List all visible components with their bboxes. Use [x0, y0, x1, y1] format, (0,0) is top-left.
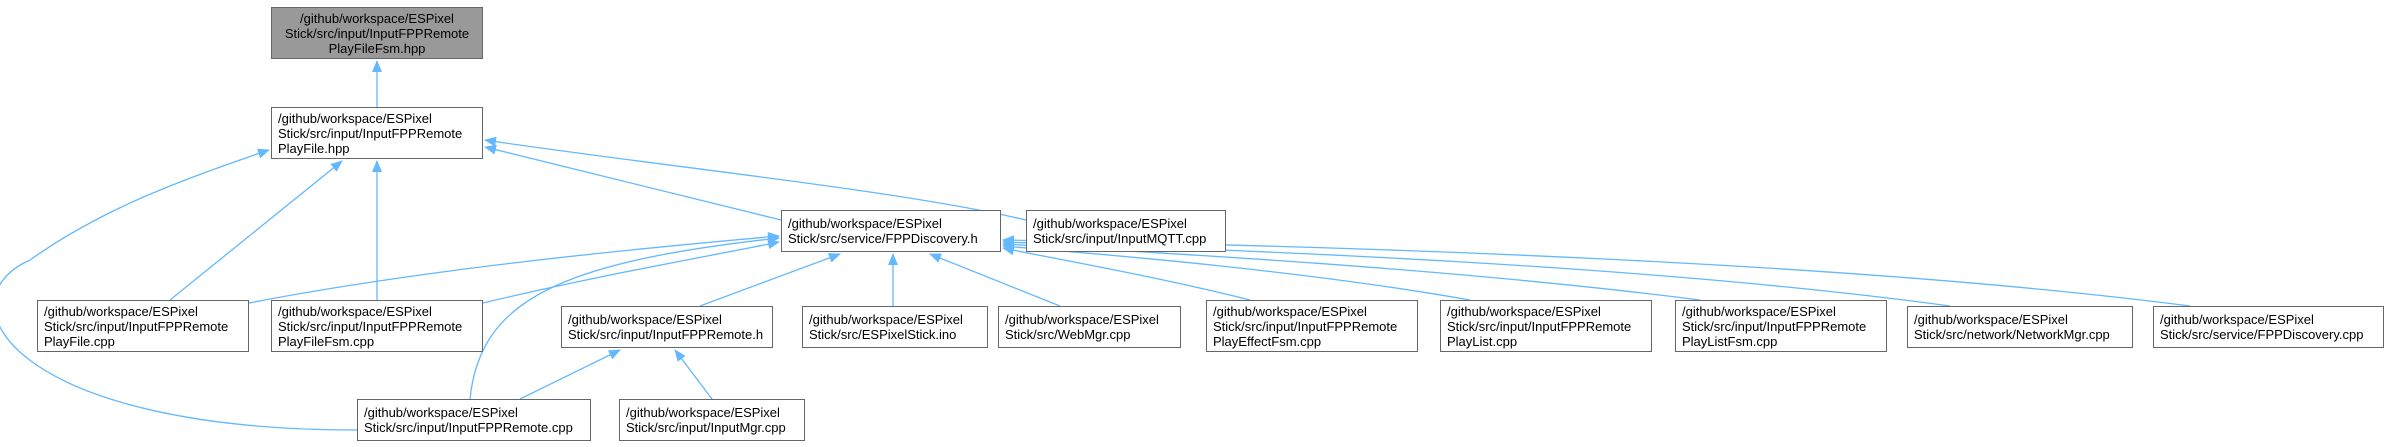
node-label-line: /github/workspace/ESPixel: [788, 216, 942, 231]
node-label-line: /github/workspace/ESPixel: [809, 312, 963, 327]
node-label-line: PlayFile.cpp: [44, 333, 115, 349]
node-label-line: Stick/src/WebMgr.cpp: [1005, 327, 1131, 342]
node-label-line: /github/workspace/ESPixel: [568, 312, 722, 327]
node-label-line: PlayEffectFsm.cpp: [1213, 333, 1322, 349]
node-label-line: Stick/src/service/FPPDiscovery.h: [788, 231, 978, 246]
edge-n3-to-n5: [482, 239, 780, 304]
node-label-line: Stick/src/service/FPPDiscovery.cpp: [2160, 327, 2364, 342]
edge-n2-to-n5: [248, 231, 780, 304]
node-label-line: Stick/src/input/InputFPPRemote: [1682, 318, 1867, 334]
node-label-line: PlayList.cpp: [1447, 333, 1518, 349]
node-label-line: Stick/src/input/InputFPPRemote: [1447, 318, 1632, 334]
edge-n15-to-n7: [674, 349, 713, 400]
node-label-line: /github/workspace/ESPixel: [626, 405, 780, 420]
node-label-line: Stick/src/input/InputFPPRemote: [284, 25, 470, 41]
node-label-line: Stick/src/input/InputFPPRemote: [1213, 318, 1398, 334]
node-label-line: Stick/src/input/InputFPPRemote.h: [568, 327, 764, 342]
node-label-line: /github/workspace/ESPixel: [278, 110, 432, 126]
edge-n11-to-n5: [1002, 241, 1471, 301]
node-label-line: /github/workspace/ESPixel: [364, 405, 518, 420]
node-label-line: /github/workspace/ESPixel: [44, 303, 198, 319]
edge-n4-to-n5: [469, 234, 780, 400]
node-label-line: /github/workspace/ESPixel: [1914, 312, 2068, 327]
edge-n12-to-n5: [1002, 239, 1701, 301]
node-label-line: PlayFileFsm.hpp: [328, 40, 426, 56]
node-label-line: Stick/src/input/InputFPPRemote: [278, 318, 463, 334]
node-label-line: Stick/src/input/InputFPPRemote: [278, 125, 463, 141]
node-label-line: PlayFile.hpp: [278, 140, 350, 156]
edge-n6-to-n1: [484, 136, 1027, 221]
node-label-line: PlayListFsm.cpp: [1682, 333, 1778, 349]
node-label-line: Stick/src/ESPixelStick.ino: [809, 327, 957, 342]
edge-n10-to-n5: [1002, 245, 1251, 301]
node-label-line: /github/workspace/ESPixel: [1005, 312, 1159, 327]
edge-n4-to-n7: [519, 349, 621, 400]
node-label-line: Stick/src/input/InputFPPRemote.cpp: [364, 420, 573, 435]
node-label-line: PlayFileFsm.cpp: [278, 333, 375, 349]
node-label-line: Stick/src/input/InputMQTT.cpp: [1033, 231, 1207, 246]
node-label-line: /github/workspace/ESPixel: [1447, 303, 1601, 319]
edge-n7-to-n5: [699, 253, 841, 307]
node-label-line: /github/workspace/ESPixel: [1213, 303, 1367, 319]
node-label-line: Stick/src/input/InputMgr.cpp: [626, 420, 786, 435]
node-label-line: /github/workspace/ESPixel: [300, 10, 454, 26]
edge-n4-to-n1: [0, 148, 358, 431]
edge-n2-to-n1: [169, 160, 343, 301]
node-label-line: /github/workspace/ESPixel: [2160, 312, 2314, 327]
edge-n5-to-n1: [484, 144, 782, 221]
node-label-line: Stick/src/network/NetworkMgr.cpp: [1914, 327, 2110, 342]
node-label-line: /github/workspace/ESPixel: [1033, 216, 1187, 231]
edge-n9-to-n5: [929, 253, 1061, 307]
node-label-line: /github/workspace/ESPixel: [278, 303, 432, 319]
node-label-line: /github/workspace/ESPixel: [1682, 303, 1836, 319]
node-label-line: Stick/src/input/InputFPPRemote: [44, 318, 229, 334]
